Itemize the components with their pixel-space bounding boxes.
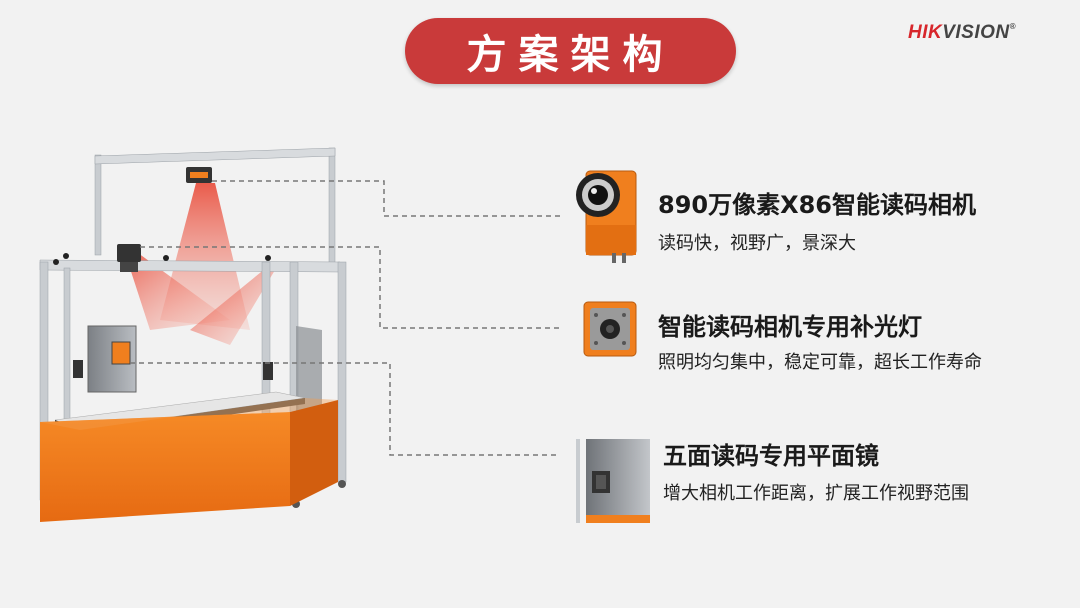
- page-title: 方案架构: [405, 18, 736, 84]
- brand-logo-hik: HIK: [908, 22, 943, 43]
- side-beam-left: [125, 253, 230, 330]
- brand-logo-mark: ®: [1009, 22, 1017, 31]
- connector-lines: [130, 180, 560, 456]
- brand-logo: HIKVISION®: [908, 22, 1016, 44]
- mirror-icon: [576, 439, 650, 523]
- scanner-machine-illustration: [39, 147, 560, 522]
- feature-title-light: 智能读码相机专用补光灯: [658, 313, 922, 341]
- feature-desc-mirror: 增大相机工作距离，扩展工作视野范围: [663, 483, 969, 504]
- side-beam-right: [190, 268, 275, 345]
- orange-base: [40, 398, 338, 522]
- mirror-panel: [73, 325, 273, 393]
- feature-title-mirror: 五面读码专用平面镜: [663, 442, 879, 470]
- overhead-frame: [94, 147, 336, 267]
- top-camera-icon: [186, 167, 212, 183]
- brand-logo-vision: VISION: [942, 22, 1010, 43]
- feature-desc-light: 照明均匀集中，稳定可靠，超长工作寿命: [658, 352, 982, 373]
- camera-icon: [576, 170, 637, 263]
- feature-desc-camera: 读码快，视野广，景深大: [658, 233, 856, 254]
- side-camera-icon: [117, 244, 141, 272]
- main-frame: [39, 253, 347, 508]
- feature-title-camera: 890万像素X86智能读码相机: [658, 191, 976, 219]
- light-icon: [583, 301, 637, 357]
